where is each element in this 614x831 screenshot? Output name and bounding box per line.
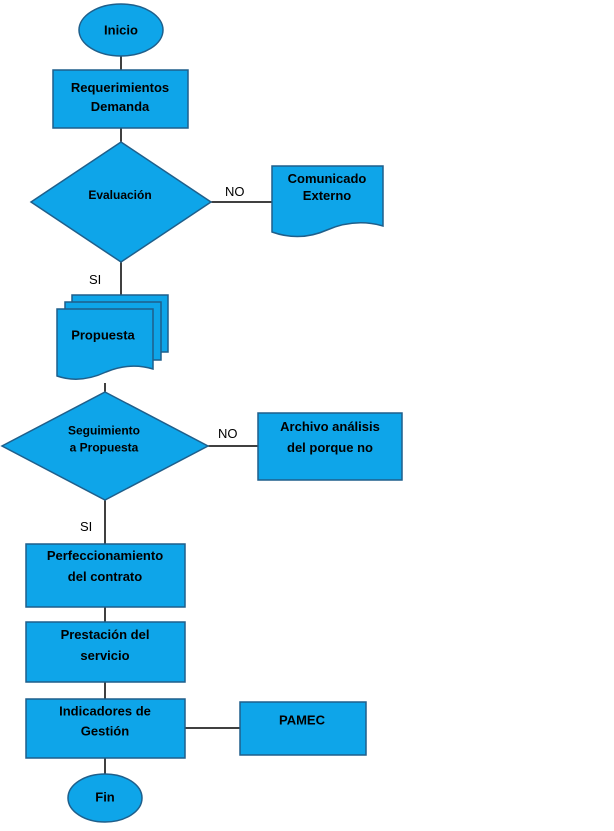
node-label-line: Externo [303,188,351,203]
prestacion-label: Prestación del servicio [61,627,150,663]
node-label-line: Demanda [91,99,150,114]
seguimiento-no-label: NO [218,426,238,441]
node-label-line: Prestación del [61,627,150,642]
node-label-line: Propuesta [71,328,135,343]
node-label-line: Comunicado [288,171,367,186]
end-node-label: Fin [95,790,115,805]
prestacion-box [25,621,186,683]
archivo-label: Archivo análisis del porque no [280,419,380,455]
node-label-line: Requerimientos [71,80,169,95]
comunicado-document [271,165,384,238]
start-node-label: Inicio [104,23,138,38]
perfeccionamiento-box [25,543,186,608]
evaluacion-si-label: SI [89,272,101,287]
node-label-line: Gestión [81,724,129,739]
node-label-line: Fin [95,790,115,805]
start-node [78,3,164,57]
pamec-label: PAMEC [279,713,326,728]
archivo-box [257,412,403,481]
node-label-line: servicio [80,648,129,663]
node-label-line: a Propuesta [70,441,139,455]
evaluacion-no-label: NO [225,184,245,199]
node-label-line: del contrato [68,569,142,584]
indicadores-box [25,698,186,759]
node-label-line: Inicio [104,23,138,38]
end-node [67,773,143,823]
indicadores-label: Indicadores de Gestión [59,704,151,739]
seguimiento-decision [0,391,210,501]
connectors [104,56,272,774]
node-label-line: Evaluación [88,188,151,202]
perfeccionamiento-label: Perfeccionamiento del contrato [47,548,163,584]
requerimientos-box [52,69,189,129]
propuesta-multidocument [56,294,169,380]
node-label-line: del porque no [287,440,373,455]
node-label-line: Perfeccionamiento [47,548,163,563]
propuesta-label: Propuesta [71,328,135,343]
evaluacion-label: Evaluación [88,188,151,202]
pamec-box [239,701,367,756]
node-label-line: Indicadores de [59,704,151,719]
node-label-line: Archivo análisis [280,419,380,434]
evaluacion-decision [29,141,213,263]
node-label-line: PAMEC [279,713,326,728]
node-label-line: Seguimiento [68,424,140,438]
seguimiento-label: Seguimiento a Propuesta [68,424,140,455]
seguimiento-si-label: SI [80,519,92,534]
